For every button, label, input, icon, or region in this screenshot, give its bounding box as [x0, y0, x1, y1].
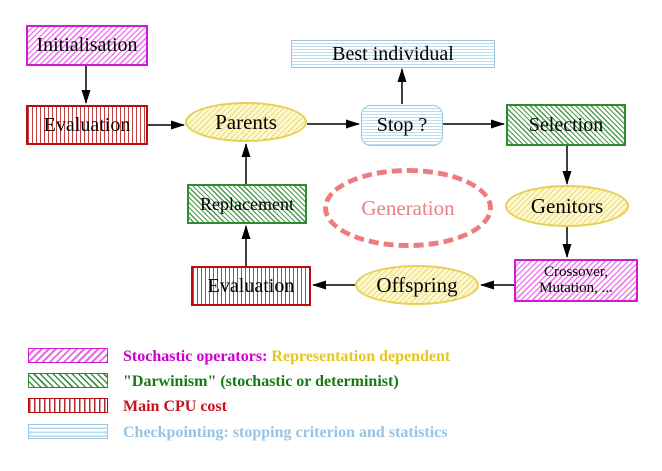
node-crossover-mutation: Crossover, Mutation, ...: [514, 259, 638, 302]
legend-label-stochastic-operators: Stochastic operators: Representation dep…: [123, 348, 450, 366]
node-evaluation-top: Evaluation: [26, 105, 148, 145]
legend-label-checkpointing: Checkpointing: stopping criterion and st…: [123, 424, 447, 442]
node-crossover-line2: Mutation, ...: [539, 279, 613, 296]
node-offspring-label: Offspring: [376, 272, 458, 297]
node-selection-label: Selection: [528, 113, 604, 136]
node-offspring: Offspring: [355, 265, 479, 305]
legend-text-checkpointing: Checkpointing: stopping criterion and st…: [123, 424, 448, 441]
node-replacement: Replacement: [187, 184, 307, 224]
node-parents: Parents: [185, 102, 307, 142]
legend-swatch-stochastic-operators: [28, 348, 108, 363]
legend-label-darwinism: "Darwinism" (stochastic or determinist): [123, 373, 399, 391]
legend-text-representation: Representation dependent: [271, 348, 451, 365]
generation-dashed-ellipse: Generation: [323, 168, 493, 248]
node-crossover-line1: Crossover,: [544, 263, 608, 280]
node-evaluation-bottom-label: Evaluation: [207, 274, 295, 297]
node-replacement-label: Replacement: [200, 193, 294, 214]
legend-label-cpu-cost: Main CPU cost: [123, 398, 227, 416]
legend-swatch-cpu-cost: [28, 398, 108, 413]
node-initialisation: Initialisation: [26, 25, 148, 66]
node-genitors: Genitors: [505, 185, 629, 227]
node-best-individual: Best individual: [291, 40, 495, 68]
node-stop-label: Stop ?: [376, 114, 428, 136]
node-selection: Selection: [506, 104, 626, 146]
node-evaluation-top-label: Evaluation: [43, 113, 131, 136]
node-genitors-label: Genitors: [530, 193, 604, 218]
node-evaluation-bottom: Evaluation: [191, 266, 311, 306]
node-initialisation-label: Initialisation: [36, 34, 138, 56]
legend-swatch-checkpointing: [28, 424, 108, 439]
legend-text-darwinism: "Darwinism" (stochastic or determinist): [123, 373, 399, 390]
node-stop: Stop ?: [361, 105, 443, 146]
node-parents-label: Parents: [215, 109, 277, 134]
legend-text-stochastic: Stochastic operators:: [123, 348, 268, 365]
legend-text-cpu-cost: Main CPU cost: [123, 398, 227, 415]
legend-swatch-darwinism: [28, 373, 108, 388]
generation-label: Generation: [361, 195, 455, 220]
node-best-individual-label: Best individual: [332, 42, 454, 65]
